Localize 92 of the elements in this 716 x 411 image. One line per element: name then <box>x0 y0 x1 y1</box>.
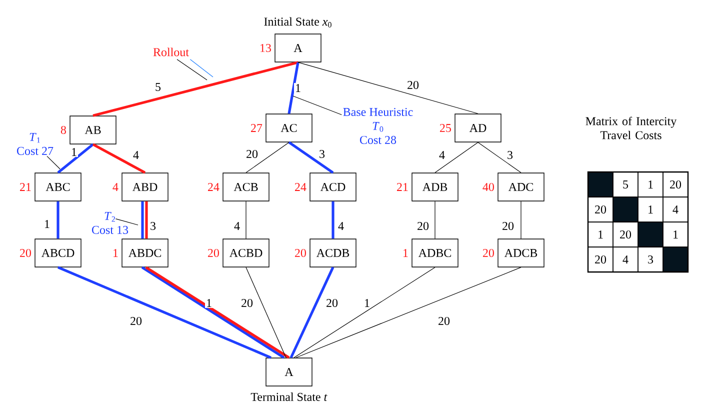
cost-label: 20 <box>482 248 494 258</box>
state-box: A <box>266 358 312 386</box>
cost-label: 8 <box>60 126 66 134</box>
state-box: ABDC <box>122 238 168 268</box>
tree-edge <box>288 141 334 174</box>
edge-label: 4 <box>132 150 140 160</box>
tree-edge <box>290 266 334 358</box>
state-box: ABCD <box>34 238 82 268</box>
tree-edge <box>92 143 146 174</box>
tree-edge <box>288 62 300 114</box>
cost-label: 27 <box>250 124 262 132</box>
state-box: ACB <box>222 172 270 202</box>
leader-line <box>292 96 342 116</box>
annotation-text: T$_{1}$ Cost 27 <box>17 133 54 155</box>
state-box: ABD <box>122 172 168 202</box>
matrix-title: Matrix of Intercity Travel Costs <box>586 116 677 140</box>
tree-edge <box>434 201 436 239</box>
tree-edge <box>294 267 436 358</box>
state-box: ADC <box>498 172 544 202</box>
edge-label: 4 <box>438 150 446 160</box>
leader-line <box>115 218 138 226</box>
state-box: ABC <box>34 172 82 202</box>
state-box: ADBC <box>412 238 458 268</box>
edge-label: 1 <box>363 298 371 308</box>
edge-label: 1 <box>205 298 213 308</box>
tree-edge <box>92 61 298 117</box>
leader-line <box>176 59 208 80</box>
tree-edge <box>57 143 94 174</box>
annotation-text: Base Heuristic T$_{0}$ Cost 28 <box>343 108 413 144</box>
edge-label: 1 <box>294 83 302 93</box>
edge-label: 20 <box>129 316 143 326</box>
tree-edge <box>434 142 478 173</box>
tree-edge <box>298 62 478 114</box>
leader-line <box>46 156 60 170</box>
annotation-text: T$_{2}$ Cost 13 <box>92 212 128 234</box>
edge-label: 20 <box>501 220 515 232</box>
edge-label: 4 <box>233 221 241 231</box>
edge-label: 4 <box>337 221 345 231</box>
annotation-text: Rollout <box>153 48 189 56</box>
tree-edge <box>332 201 334 239</box>
cost-label: 1 <box>114 249 118 257</box>
matrix-cell: 4 <box>662 196 688 222</box>
edge-label: 20 <box>240 298 254 308</box>
state-box: AD <box>454 114 502 142</box>
cost-label: 4 <box>112 183 118 191</box>
matrix-cell: 20 <box>662 172 688 198</box>
cost-label: 24 <box>294 183 306 191</box>
cost-label: 24 <box>208 183 220 191</box>
tree-edge <box>296 267 522 358</box>
cost-label: 25 <box>440 124 451 132</box>
tree-edge <box>246 142 290 173</box>
cost-label: 20 <box>294 248 306 258</box>
cost-label: 13 <box>260 44 271 52</box>
cost-label: 21 <box>396 183 408 191</box>
cost-label: 21 <box>20 183 31 191</box>
edge-label: 1 <box>70 147 78 157</box>
edge-label: 20 <box>325 298 339 308</box>
state-heading: Initial State x$_{0}$ <box>264 17 332 28</box>
edge-label: 3 <box>506 150 514 160</box>
tree-edge <box>141 201 144 239</box>
edge-label: 1 <box>43 219 51 229</box>
matrix-cell: 20 <box>588 246 614 272</box>
matrix-cell: 4 <box>612 246 638 272</box>
edge-label: 3 <box>318 148 326 160</box>
state-box: ACD <box>310 172 356 202</box>
edge-label: 5 <box>154 82 162 92</box>
state-box: ADCB <box>498 238 544 268</box>
state-box: ACDB <box>310 238 356 268</box>
edge-label: 3 <box>149 220 157 232</box>
leader-line <box>190 59 214 78</box>
cost-label: 20 <box>208 248 219 258</box>
cost-label: 40 <box>482 182 494 192</box>
cost-label: 20 <box>20 248 31 258</box>
matrix-cell: 1 <box>588 222 614 248</box>
state-box: A <box>274 34 322 62</box>
matrix-cell: 1 <box>638 172 664 198</box>
edge-label: 20 <box>245 148 259 160</box>
edge-label: 20 <box>437 316 451 326</box>
tree-edge <box>145 201 148 239</box>
state-box: ACBD <box>222 238 270 268</box>
state-box: AB <box>70 116 116 144</box>
state-box: AC <box>266 114 312 142</box>
tree-edge <box>58 266 272 359</box>
cost-label: 1 <box>404 249 408 257</box>
tree-edge <box>56 201 60 239</box>
state-box: ADB <box>412 172 458 202</box>
edge-label: 20 <box>416 220 430 232</box>
edge-label: 20 <box>406 80 420 90</box>
state-heading: Terminal State t <box>250 392 328 401</box>
tree-edge <box>520 201 522 239</box>
tree-edge <box>478 142 522 173</box>
tree-edge <box>246 267 286 358</box>
